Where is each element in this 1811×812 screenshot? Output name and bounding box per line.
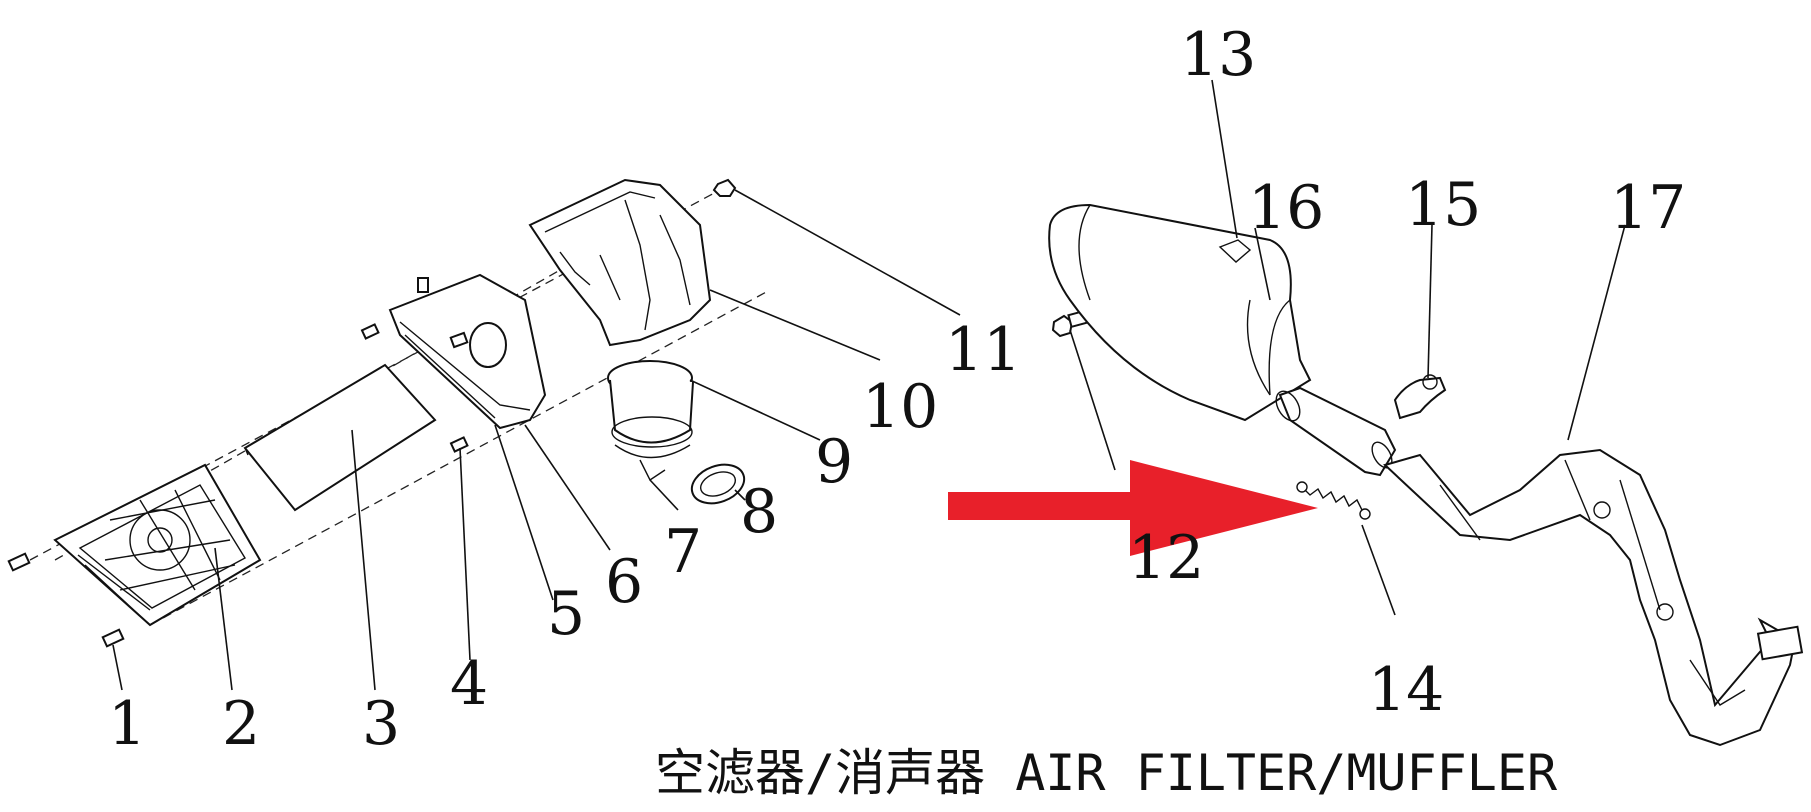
muffler-tube — [1275, 386, 1397, 477]
label-13: 13 — [1180, 20, 1256, 90]
label-9: 9 — [815, 427, 853, 497]
label-1: 1 — [108, 689, 146, 759]
nut-part-11 — [712, 178, 737, 197]
air-filter-assembly — [7, 178, 961, 691]
clamp-part-8 — [690, 463, 746, 505]
clamp-part-15 — [1393, 374, 1447, 420]
label-6: 6 — [605, 547, 643, 617]
filter-grill-part-2 — [53, 463, 262, 627]
muffler-body-part-16 — [1048, 203, 1312, 422]
screw-part-4 — [360, 323, 469, 453]
screw-part-1 — [7, 552, 125, 648]
air-box-part-10 — [528, 178, 712, 347]
rubber-boot-part-9 — [607, 360, 694, 482]
label-4: 4 — [450, 649, 488, 719]
red-arrow-icon — [948, 460, 1318, 556]
diagram-caption: 空滤器/消声器 AIR FILTER/MUFFLER — [655, 744, 1558, 802]
label-3: 3 — [362, 689, 400, 759]
label-15: 15 — [1405, 170, 1481, 240]
label-5: 5 — [547, 579, 585, 649]
label-11: 11 — [945, 315, 1021, 385]
label-8: 8 — [740, 477, 778, 547]
label-7: 7 — [664, 517, 702, 587]
header-pipe-part-17 — [1383, 448, 1804, 747]
spring-part-14 — [1296, 481, 1371, 520]
part-numbers: 1 2 3 4 5 6 7 8 9 10 11 12 13 14 15 16 1… — [108, 20, 1686, 759]
label-10: 10 — [862, 372, 938, 442]
label-2: 2 — [222, 689, 260, 759]
filter-housing-part-5-6 — [388, 273, 547, 430]
label-14: 14 — [1368, 655, 1444, 725]
label-12: 12 — [1128, 523, 1204, 593]
label-16: 16 — [1248, 173, 1324, 243]
muffler-assembly — [1048, 79, 1804, 747]
label-17: 17 — [1610, 173, 1686, 243]
filter-element-part-3 — [243, 363, 437, 512]
